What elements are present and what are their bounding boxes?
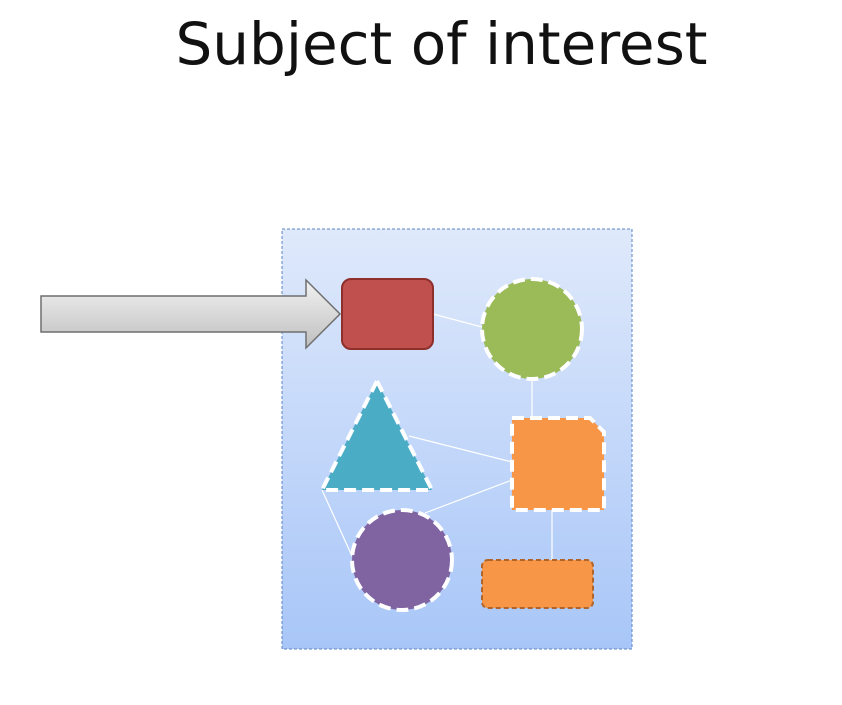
connector-triangle-purple xyxy=(321,489,353,557)
connector-lines xyxy=(321,313,553,560)
orange-rounded-bar[interactable] xyxy=(481,559,594,609)
connector-purple-square xyxy=(424,479,513,514)
teal-triangle[interactable] xyxy=(318,376,436,492)
slide-title: Subject of interest xyxy=(175,10,708,78)
orange-snipped-square[interactable] xyxy=(510,416,606,512)
red-rounded-block[interactable] xyxy=(341,278,434,350)
connector-red-green xyxy=(432,313,483,328)
purple-circle[interactable] xyxy=(350,508,454,612)
pointer-arrow[interactable] xyxy=(40,278,342,350)
green-circle[interactable] xyxy=(480,277,584,381)
connector-triangle-square xyxy=(408,435,513,463)
